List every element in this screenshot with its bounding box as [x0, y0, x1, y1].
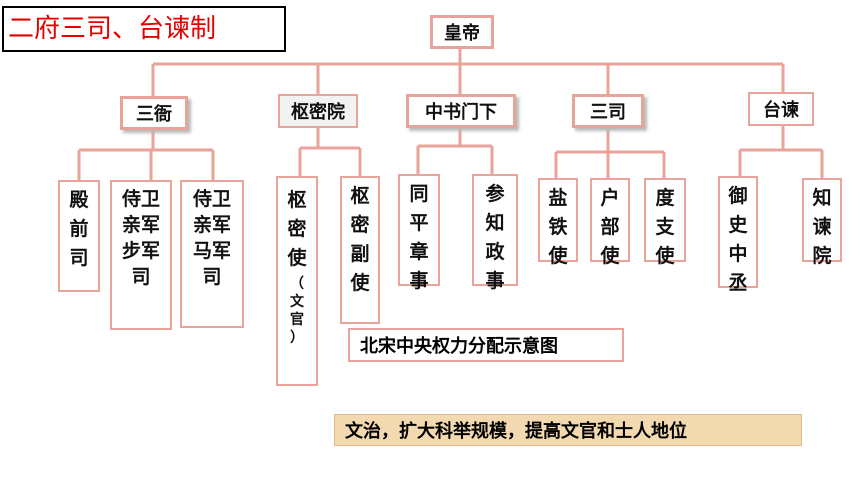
- branch-shumiyuan: 枢密院: [278, 94, 358, 128]
- office-zhijianyuan: 知 谏 院: [802, 178, 842, 267]
- office-tongpingzhangshi: 同 平 章 事: [398, 174, 440, 292]
- branch-taijian: 台谏: [748, 92, 814, 126]
- shumishi-label: 枢 密 使: [287, 189, 307, 269]
- office-duzhishi: 度 支 使: [644, 178, 686, 267]
- office-buju-si: 侍卫 亲军 步军 司: [110, 180, 172, 330]
- branch-sanya: 三衙: [120, 96, 188, 130]
- civil-official-note: （ 文 官 ）: [290, 276, 304, 346]
- emperor-node: 皇帝: [430, 15, 494, 49]
- diagram-title: 二府三司、台谏制: [2, 6, 286, 52]
- office-canzhizhengshi: 参 知 政 事: [472, 174, 518, 292]
- conclusion-note: 文治，扩大科举规模，提高文官和士人地位: [334, 414, 802, 446]
- office-shumishi: 枢 密 使 （ 文 官 ）: [276, 176, 318, 386]
- office-yushizhongcheng: 御 史 中 丞: [718, 176, 758, 294]
- office-dianqiansi: 殿 前 司: [58, 180, 100, 292]
- office-majun-si: 侍卫 亲军 马军 司: [180, 180, 244, 328]
- diagram-caption: 北宋中央权力分配示意图: [348, 328, 624, 362]
- office-hubushi: 户 部 使: [590, 178, 630, 267]
- office-yantieshi: 盐 铁 使: [538, 178, 578, 267]
- branch-zhongshumenxia: 中书门下: [406, 94, 516, 128]
- office-shumifushi: 枢 密 副 使: [340, 176, 380, 324]
- branch-sansi: 三司: [572, 94, 644, 128]
